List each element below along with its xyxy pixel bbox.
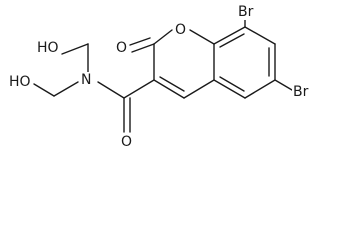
bond-c4-c4a <box>183 79 215 99</box>
bond-c6-br <box>274 79 293 91</box>
bond-c6-c5 <box>244 79 276 99</box>
mask-br-top <box>237 4 257 20</box>
bond-c3-c4-inner <box>159 76 185 92</box>
bond-c2-o-double-a <box>131 43 155 53</box>
bond-o1-c2 <box>153 29 173 45</box>
bond-ch2-oh-top <box>61 43 89 55</box>
mask-br-right <box>292 84 314 100</box>
atom-labels: Br Br O O O N HO HO <box>8 4 314 150</box>
mask-amide-nitrogen <box>80 72 94 88</box>
bond-c8a-c8-inner <box>219 33 245 48</box>
label-amide-oxygen: O <box>121 134 132 150</box>
bond-c5-c4a <box>213 79 246 99</box>
bond-c8a-c8 <box>213 26 246 45</box>
bond-n-ch2-bottom <box>53 81 79 97</box>
mask-lactone-oxygen <box>115 40 129 56</box>
bond-c8a-o1 <box>189 29 215 45</box>
bond-camide-n <box>97 81 125 99</box>
label-hydroxyl-top: HO <box>37 40 59 56</box>
bond-c3-camide <box>123 79 155 99</box>
label-amide-nitrogen: N <box>81 72 91 88</box>
label-lactone-oxygen: O <box>116 40 127 56</box>
bond-c3-c4 <box>153 79 185 99</box>
mask-hydroxyl-bottom <box>8 74 32 90</box>
label-br-top: Br <box>238 4 254 20</box>
label-br-right: Br <box>293 84 309 100</box>
bond-ch2-oh-bottom <box>33 83 55 97</box>
mask-amide-oxygen <box>120 134 134 150</box>
chemical-structure: Br Br O O O N HO HO <box>8 4 314 150</box>
bond-c2-o-double-b <box>129 37 151 46</box>
bond-c5-c4a-inner <box>219 76 245 92</box>
mask-hydroxyl-top <box>36 40 60 56</box>
bonds-main <box>33 17 293 133</box>
mask-ring-oxygen <box>174 22 188 38</box>
label-hydroxyl-bottom: HO <box>9 74 31 90</box>
bond-c8-c7 <box>244 26 276 45</box>
label-ring-oxygen: O <box>175 22 186 38</box>
